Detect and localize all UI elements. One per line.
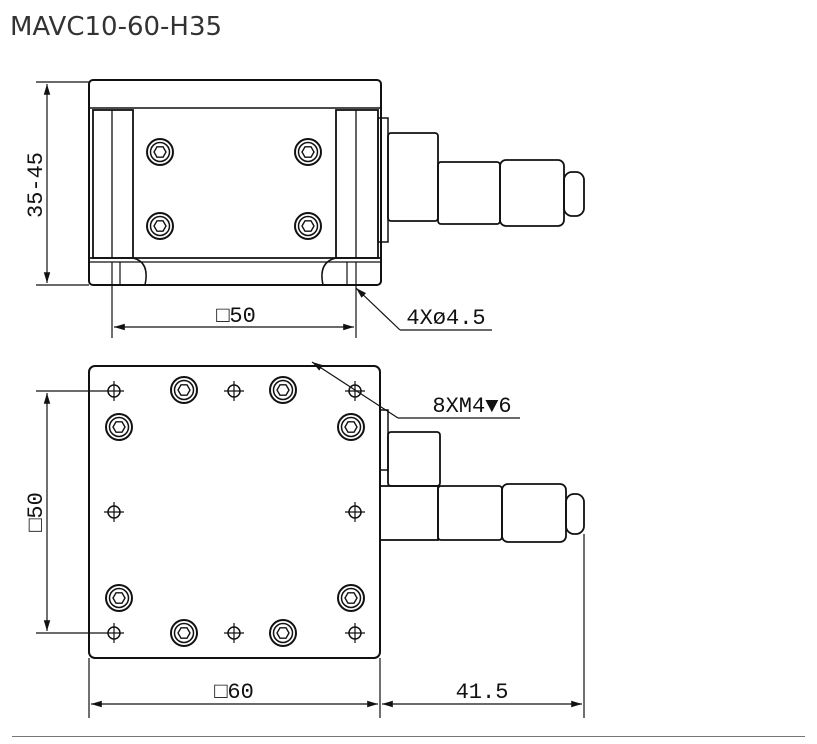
page-title: MAVC10-60-H35 bbox=[10, 12, 223, 42]
hex-screw-icon bbox=[337, 584, 365, 612]
hex-screw-icon bbox=[170, 619, 198, 647]
tapped-hole-icon bbox=[344, 380, 366, 402]
dim-base-square: □50 bbox=[216, 304, 256, 329]
hex-screw-icon bbox=[294, 212, 322, 240]
dim-side-square: □50 bbox=[24, 492, 49, 532]
top-dim-lines bbox=[36, 361, 585, 718]
hex-screw-icon bbox=[337, 413, 365, 441]
hex-screw-icon bbox=[146, 212, 174, 240]
side-view bbox=[88, 79, 585, 286]
hex-screw-icon bbox=[269, 376, 297, 404]
hex-screw-icon bbox=[105, 413, 133, 441]
dim-height-range: 35-45 bbox=[24, 152, 49, 218]
hex-screw-icon bbox=[146, 138, 174, 166]
tapped-hole-icon bbox=[344, 501, 366, 523]
hex-screw-icon bbox=[269, 619, 297, 647]
tapped-hole-icon bbox=[223, 622, 245, 644]
dim-tap-note: 8XM4▼6 bbox=[432, 394, 511, 419]
hex-screw-icon bbox=[105, 584, 133, 612]
hex-screw-icon bbox=[294, 138, 322, 166]
dim-hole-note: 4Xø4.5 bbox=[406, 306, 485, 331]
tapped-hole-icon bbox=[223, 380, 245, 402]
tapped-hole-icon bbox=[344, 622, 366, 644]
dim-micrometer-ext: 41.5 bbox=[456, 680, 509, 705]
bottom-divider bbox=[12, 736, 805, 737]
tapped-hole-icon bbox=[103, 622, 125, 644]
tapped-hole-icon bbox=[103, 380, 125, 402]
hex-screw-icon bbox=[170, 376, 198, 404]
side-dim-lines bbox=[36, 81, 492, 338]
top-view bbox=[88, 365, 585, 659]
dim-top-square: □60 bbox=[214, 680, 254, 705]
tapped-hole-icon bbox=[103, 501, 125, 523]
